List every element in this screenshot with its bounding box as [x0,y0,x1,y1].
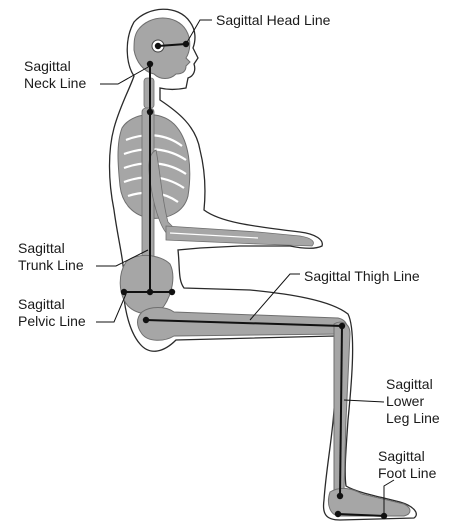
label-thigh: Sagittal Thigh Line [304,268,420,284]
label-foot-line2: Foot Line [378,465,437,481]
label-trunk-line1: Sagittal [18,240,65,256]
label-pelvic: Sagittal Pelvic Line [18,296,86,330]
leader-trunk [96,249,149,267]
foot-bones [327,487,411,517]
label-lowerleg: Sagittal Lower Leg Line [386,376,440,427]
forearm-bones [165,225,314,247]
lowerleg-line [339,325,343,497]
label-pelvic-line1: Sagittal [18,296,65,312]
label-foot: Sagittal Foot Line [378,448,436,482]
label-neck-line2: Neck Line [24,75,87,91]
head-line [157,43,187,47]
leader-pelvic [96,293,127,323]
label-neck-line1: Sagittal [24,58,71,74]
leader-head [185,19,212,45]
leader-neck [100,65,151,85]
label-trunk: Sagittal Trunk Line [18,240,84,274]
leader-lowerleg [343,399,385,403]
foot-line [337,513,385,517]
thigh-line [145,319,343,327]
label-lowerleg-line3: Leg Line [386,410,440,426]
leader-lines [96,19,395,514]
label-head: Sagittal Head Line [216,12,331,28]
label-trunk-line2: Trunk Line [18,257,84,273]
pelvis [119,255,174,314]
label-foot-line1: Sagittal [378,448,425,464]
label-lowerleg-line1: Sagittal [386,376,433,392]
leader-thigh [249,273,300,321]
label-neck: Sagittal Neck Line [24,58,86,92]
label-lowerleg-line2: Lower [386,393,425,409]
joint-dots [120,40,388,520]
leader-foot [383,479,395,514]
forearm-gap [169,232,259,239]
label-pelvic-line2: Pelvic Line [18,313,86,329]
